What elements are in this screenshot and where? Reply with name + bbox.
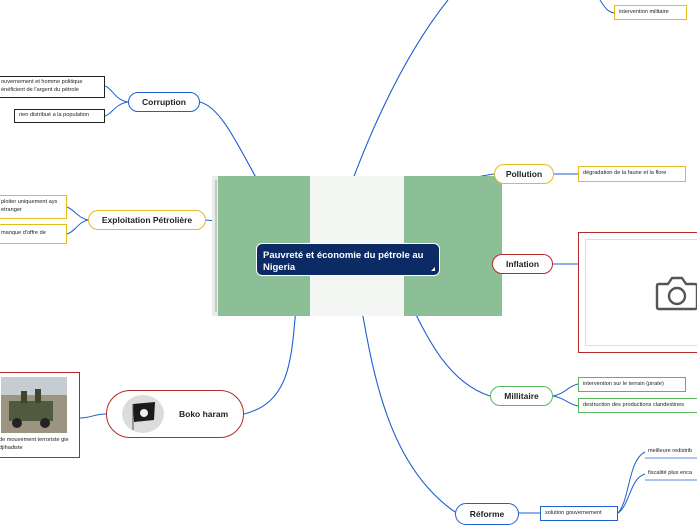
node-label: Réforme: [469, 509, 505, 519]
boko-haram-image-card[interactable]: de mouvement terroriste gie djihadiste: [0, 372, 80, 458]
node-militaire[interactable]: Millitaire: [490, 386, 553, 406]
boko-haram-flag-icon: [122, 395, 164, 433]
leaf-text: rien distribué a la population: [19, 112, 89, 119]
node-boko-haram[interactable]: Boko haram: [106, 390, 244, 438]
node-reforme[interactable]: Réforme: [455, 503, 519, 525]
leaf-militaire-1[interactable]: intervention sur le terrain (pirate): [578, 377, 686, 392]
node-label: Corruption: [142, 97, 186, 107]
leaf-militaire-2[interactable]: destruction des productions clandestines: [578, 398, 697, 413]
central-topic-title: Pauvreté et économie du pétrole au Niger…: [263, 250, 424, 273]
image-caption: de mouvement terroriste gie djihadiste: [0, 437, 69, 451]
leaf-text: ploiter uniquement ays etranger: [1, 199, 58, 213]
central-topic[interactable]: Pauvreté et économie du pétrole au Niger…: [256, 243, 440, 276]
leaf-exploitation-1[interactable]: ploiter uniquement ays etranger: [0, 195, 67, 219]
leaf-text: intervention sur le terrain (pirate): [583, 380, 664, 387]
node-label: Exploitation Pétrolière: [101, 215, 193, 225]
leaf-text: ouvernement et homme politique énéficien…: [1, 79, 83, 93]
node-inflation[interactable]: Inflation: [492, 254, 553, 274]
leaf-corruption-1[interactable]: ouvernement et homme politique énéficien…: [0, 76, 105, 98]
leaf-text: destruction des productions clandestines: [583, 401, 685, 408]
leaf-text: solution gouvernement: [545, 509, 602, 516]
sub-leaf-reforme-2[interactable]: fiscalité plus enca: [648, 470, 693, 476]
inflation-image-card[interactable]: [578, 232, 697, 353]
node-label: Boko haram: [179, 409, 229, 419]
camera-icon: [655, 276, 697, 311]
soldiers-photo-icon: [1, 377, 67, 433]
collapse-corner-icon: [431, 267, 435, 271]
leaf-corruption-2[interactable]: rien distribué a la population: [14, 109, 105, 123]
leaf-pollution-1[interactable]: dégradation de la faune et la flore: [578, 166, 686, 182]
sub-leaf-reforme-1[interactable]: meilleure redistrib: [648, 448, 693, 454]
node-label: Millitaire: [504, 391, 539, 401]
leaf-reforme-1[interactable]: solution gouvernement: [540, 506, 618, 521]
leaf-exploitation-2[interactable]: manque d'offre de: [0, 224, 67, 244]
node-label: Inflation: [505, 259, 540, 269]
leaf-text: intervention militaire: [619, 8, 669, 15]
leaf-top-1[interactable]: intervention militaire: [614, 5, 687, 20]
node-label: Pollution: [505, 169, 543, 179]
node-exploitation[interactable]: Exploitation Pétrolière: [88, 210, 206, 230]
leaf-text: manque d'offre de: [1, 230, 46, 237]
node-corruption[interactable]: Corruption: [128, 92, 200, 112]
leaf-text: dégradation de la faune et la flore: [583, 170, 667, 177]
node-pollution[interactable]: Pollution: [494, 164, 554, 184]
